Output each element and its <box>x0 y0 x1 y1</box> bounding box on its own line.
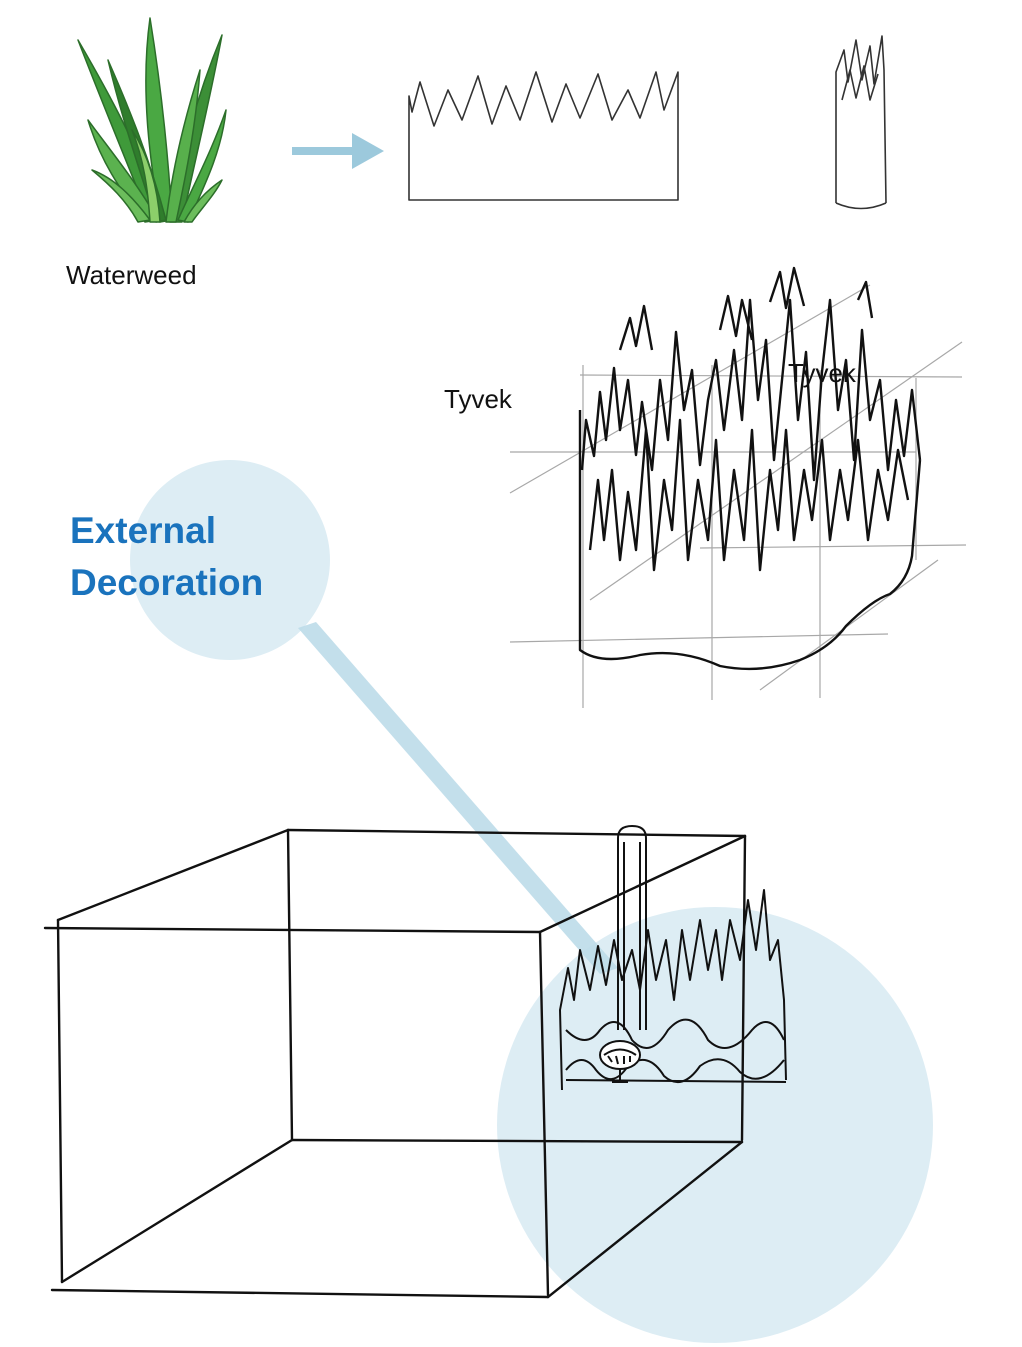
tyvek-3d-sketch <box>578 266 922 671</box>
perspective-grid <box>509 284 967 708</box>
waterweed-plant-illustration <box>77 17 227 223</box>
tyvek-label-right: Tyvek <box>788 358 856 388</box>
section-title: External Decoration <box>70 505 263 609</box>
flat-tyvek-strip-sketch <box>408 71 679 201</box>
waterweed-label: Waterweed <box>66 260 197 290</box>
tyvek-label-left: Tyvek <box>444 384 512 414</box>
highlight-circle-large <box>497 907 933 1343</box>
section-title-line2: Decoration <box>70 562 264 603</box>
aquarium-box-sketch <box>43 828 747 1299</box>
highlight-circle-small <box>130 460 330 660</box>
section-title-line1: External <box>70 510 217 551</box>
fish-toy-icon <box>599 1040 641 1083</box>
rolled-tyvek-cylinder-sketch <box>835 35 887 210</box>
connector-beam <box>298 622 618 974</box>
right-arrow-icon <box>292 133 384 169</box>
tank-decoration-sketch <box>559 825 787 1091</box>
